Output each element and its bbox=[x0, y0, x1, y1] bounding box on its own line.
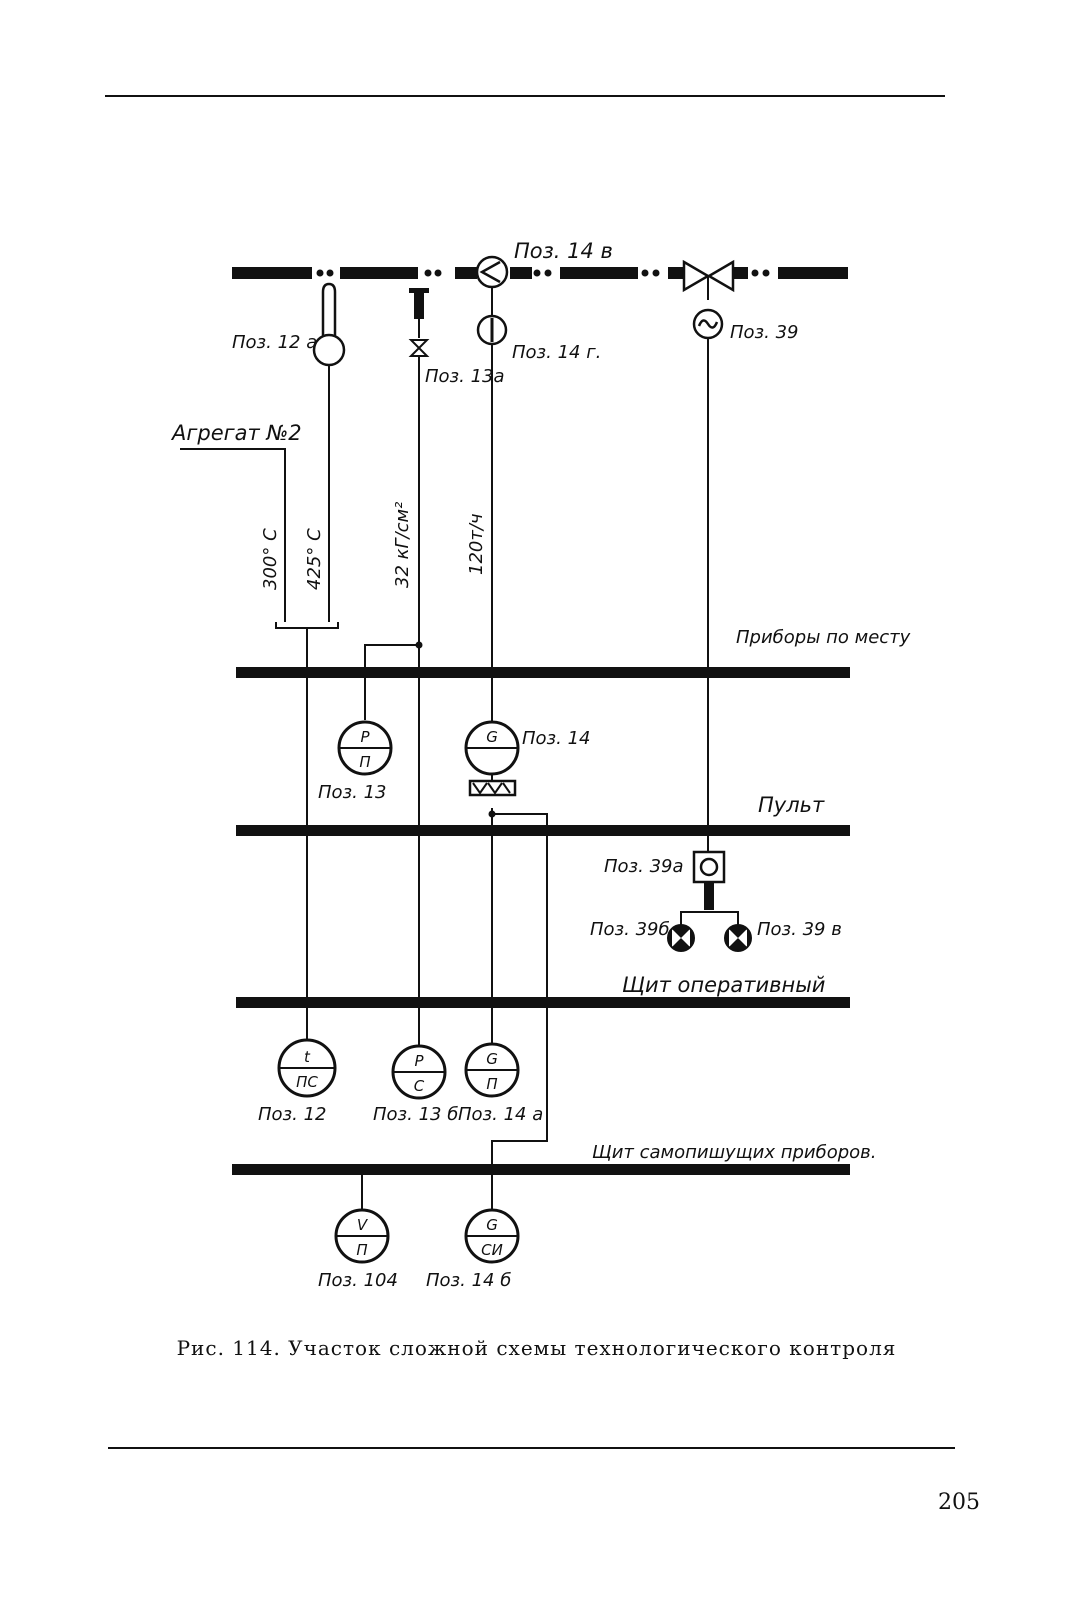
process-pipeline bbox=[232, 267, 848, 279]
panel-bar-recorders bbox=[232, 1164, 850, 1175]
instrument-bottom-symbol: ПС bbox=[296, 1073, 318, 1091]
pressure-tap-icon bbox=[408, 288, 430, 366]
instrument-top-symbol: G bbox=[486, 1050, 498, 1068]
control-valve-icon bbox=[682, 259, 735, 300]
instrument-poz-14a: G П bbox=[464, 1042, 520, 1098]
value-temperature-300: 300° С bbox=[260, 528, 281, 590]
panel-label-local: Приборы по месту bbox=[736, 627, 911, 648]
instrument-poz-14: G bbox=[464, 720, 520, 797]
instrument-bottom-symbol: П bbox=[486, 1075, 497, 1093]
label-poz-14: Поз. 14 bbox=[522, 728, 590, 749]
instrument-poz-104: V П bbox=[334, 1208, 390, 1264]
instrument-top-symbol: P bbox=[414, 1052, 424, 1070]
instrument-bottom-symbol: П bbox=[356, 1241, 367, 1259]
instrument-top-symbol: V bbox=[357, 1216, 369, 1234]
instrument-top-symbol: G bbox=[486, 1216, 498, 1234]
label-poz-104: Поз. 104 bbox=[318, 1270, 398, 1291]
instrument-top-symbol: G bbox=[486, 728, 498, 746]
label-poz-39: Поз. 39 bbox=[730, 322, 798, 343]
key-switch-icon bbox=[680, 850, 739, 930]
signal-lamp-icon bbox=[667, 924, 695, 952]
value-flow: 120т/ч bbox=[466, 513, 487, 575]
panel-label-pult: Пульт bbox=[758, 793, 825, 817]
panel-bar-pult bbox=[236, 825, 850, 836]
label-poz-14g: Поз. 14 г. bbox=[512, 342, 601, 363]
panel-bar-local bbox=[236, 667, 850, 678]
instrument-poz-14b: G СИ bbox=[464, 1208, 520, 1264]
signal-lamp-icon bbox=[724, 924, 752, 952]
label-poz-14a: Поз. 14 а bbox=[458, 1104, 543, 1125]
instrument-poz-13b: P С bbox=[391, 1044, 447, 1100]
label-poz-39v: Поз. 39 в bbox=[757, 919, 842, 940]
label-poz-14b: Поз. 14 б bbox=[426, 1270, 511, 1291]
instrument-bottom-symbol: С bbox=[414, 1077, 425, 1095]
label-poz-12: Поз. 12 bbox=[258, 1104, 326, 1125]
label-poz-13: Поз. 13 bbox=[318, 782, 386, 803]
instrument-poz-12: t ПС bbox=[277, 1038, 337, 1098]
panel-label-operative: Щит оперативный bbox=[622, 973, 825, 997]
agregat-label: Агрегат №2 bbox=[170, 421, 302, 445]
panel-label-recorders: Щит самопишущих приборов. bbox=[592, 1142, 877, 1163]
value-pressure: 32 кГ/см² bbox=[392, 502, 413, 588]
label-poz-39a: Поз. 39а bbox=[604, 856, 684, 877]
figure-caption: Рис. 114. Участок сложной схемы технолог… bbox=[176, 1336, 897, 1360]
page-number: 205 bbox=[938, 1490, 980, 1515]
value-temperature-425: 425° С bbox=[304, 528, 325, 590]
thermometer-icon bbox=[312, 282, 346, 367]
instrument-top-symbol: P bbox=[360, 728, 370, 746]
panel-bar-operative bbox=[236, 997, 850, 1008]
valve-sensor-icon bbox=[692, 308, 724, 340]
instrument-top-symbol: t bbox=[304, 1048, 311, 1066]
label-poz-39b: Поз. 39б bbox=[590, 919, 670, 940]
flow-sensor-icon bbox=[475, 255, 509, 289]
instrument-bottom-symbol: СИ bbox=[481, 1241, 503, 1259]
label-poz-13b: Поз. 13 б bbox=[373, 1104, 458, 1125]
label-poz-13a: Поз. 13а bbox=[425, 366, 505, 387]
label-poz-14v: Поз. 14 в bbox=[514, 239, 613, 263]
flow-transmitter-icon bbox=[476, 287, 508, 346]
instrument-poz-13: P П bbox=[337, 720, 393, 776]
instrument-bottom-symbol: П bbox=[359, 753, 370, 771]
label-poz-12a: Поз. 12 а bbox=[232, 332, 317, 353]
